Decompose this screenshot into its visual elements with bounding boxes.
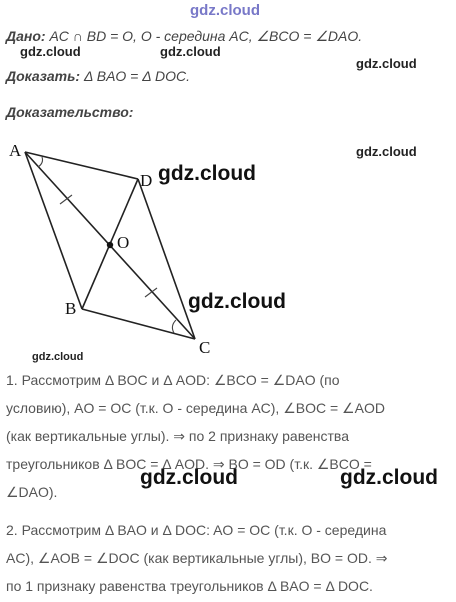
given-label: Дано: [6, 28, 46, 44]
proof-label: Доказательство: [6, 104, 134, 120]
angle-arc-a [37, 156, 44, 168]
watermark-4: gdz.cloud [356, 144, 417, 159]
step1-line3: (как вертикальные углы). ⇒ по 2 признаку… [6, 428, 349, 444]
watermark-5: gdz.cloud [158, 162, 256, 185]
tick-ao [59, 194, 73, 205]
watermark-top: gdz.cloud [190, 2, 260, 19]
angle-arc-c [171, 319, 177, 334]
watermark-6: gdz.cloud [188, 290, 286, 313]
step1-line1: 1. Рассмотрим Δ BOC и Δ AOD: ∠BCO = ∠DAO… [6, 372, 340, 388]
step1-line2: условию), AO = OC (т.к. O - середина AC)… [6, 400, 385, 416]
point-o-dot [106, 241, 114, 249]
label-c: C [199, 338, 210, 357]
step1-line5: ∠DAO). [6, 484, 58, 500]
side-da [24, 151, 139, 180]
tick-oc [144, 287, 158, 298]
label-d: D [140, 171, 152, 190]
watermark-8: gdz.cloud [140, 466, 238, 489]
side-bc [81, 308, 196, 340]
prove-line: Доказать: Δ BAO = Δ DOC. [6, 68, 190, 84]
watermark-9: gdz.cloud [340, 466, 438, 489]
step2-line1: 2. Рассмотрим Δ BAO и Δ DOC: AO = OC (т.… [6, 522, 387, 538]
side-cd [137, 178, 196, 340]
given-line: Дано: AC ∩ BD = O, O - середина AC, ∠BCO… [6, 28, 362, 45]
watermark-2: gdz.cloud [160, 44, 221, 59]
step2-line2: AC), ∠AOB = ∠DOC (как вертикальные углы)… [6, 550, 388, 566]
watermark-3: gdz.cloud [356, 56, 417, 71]
side-ab [24, 151, 83, 310]
given-text: AC ∩ BD = O, O - середина AC, ∠BCO = ∠DA… [49, 28, 363, 44]
quadrilateral-figure: A D O B C [9, 141, 210, 357]
label-o: O [117, 233, 129, 252]
label-a: A [9, 141, 22, 160]
step1-line4: треугольников Δ BOC = Δ AOD. ⇒ BO = OD (… [6, 456, 372, 472]
watermark-7: gdz.cloud [32, 351, 84, 363]
prove-text: Δ BAO = Δ DOC. [83, 68, 191, 84]
watermark-1: gdz.cloud [20, 44, 81, 59]
label-b: B [65, 299, 76, 318]
step2-line3: по 1 признаку равенства треугольников Δ … [6, 578, 373, 594]
prove-label: Доказать: [6, 68, 81, 84]
